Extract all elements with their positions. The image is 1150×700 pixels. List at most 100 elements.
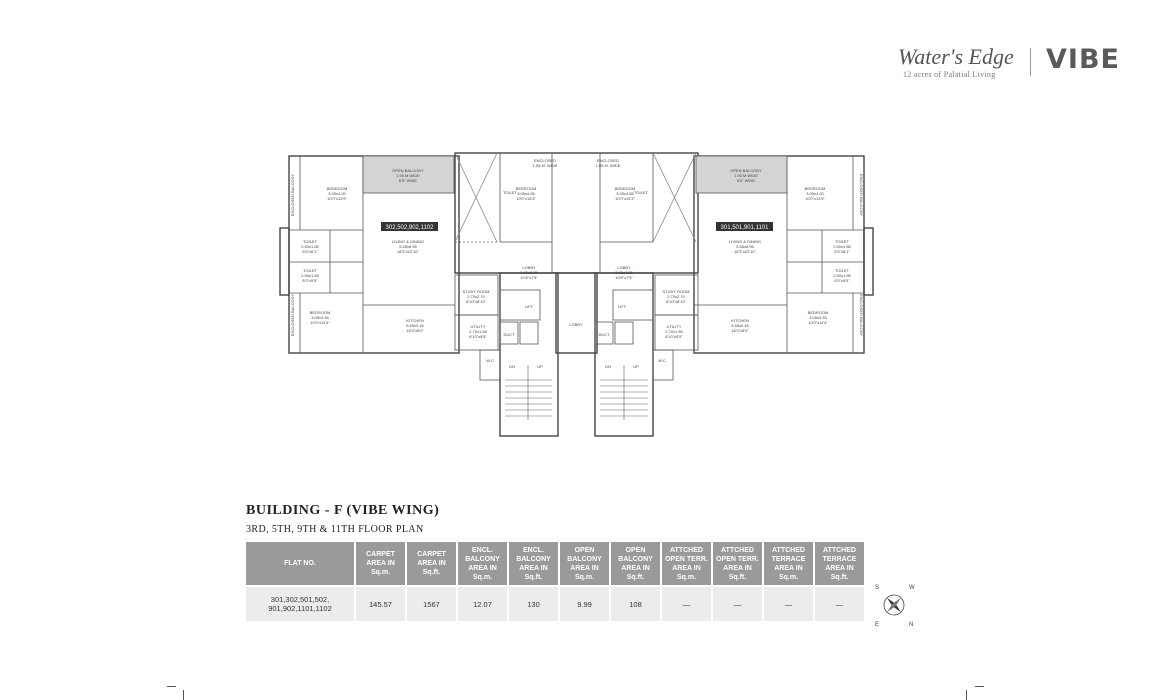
floor-plan-subtitle: 3RD, 5TH, 9TH & 11TH FLOOR PLAN: [246, 524, 424, 535]
room-label: E: [875, 622, 879, 628]
room-label: LOBBY: [522, 265, 536, 270]
room-label: ENCLOSED BALCONY: [859, 174, 864, 217]
room-label: 8'3"x5'5": [834, 278, 850, 283]
room-label: 10'8"x7'5": [520, 275, 538, 280]
room-label: 8'10"x5'5": [665, 334, 683, 339]
room-label: 1.05 M. WIDE: [596, 163, 621, 168]
room-label: TOILET: [835, 239, 849, 244]
room-label: LOBBY: [617, 265, 631, 270]
room-label: ENCLOSED BALCONY: [290, 174, 295, 217]
room-label: 6'5" WIDE: [399, 178, 418, 183]
cell-encl-balcony-sqm: 12.07: [458, 585, 507, 621]
room-label: LIFT: [525, 304, 534, 309]
room-label: 10'0"x11'4": [310, 320, 330, 325]
room-label: 3.05x4.20: [806, 191, 824, 196]
flat-label-left: 302,502,902,1102: [386, 225, 435, 231]
room-label: DN: [605, 364, 611, 369]
room-label: 1.05 M. WIDE: [533, 163, 558, 168]
cell-flat-no: 301,302,501,502, 901,902,1101,1102: [246, 585, 354, 621]
room-label: 18'3"x8'0": [406, 328, 424, 333]
room-label: 3.05x3.45: [809, 315, 827, 320]
room-label: 10'8"x7'5": [615, 275, 633, 280]
cell-open-balcony-sqm: 9.99: [560, 585, 609, 621]
cell-open-terr-sqm: —: [662, 585, 711, 621]
room-label: OPEN BALCONY: [730, 168, 762, 173]
room-label: 10'0"x13'9": [805, 196, 825, 201]
col-terrace-sqm: ATTCHED TERRACE AREA IN Sq.m.: [764, 542, 813, 585]
crop-mark: [167, 686, 176, 687]
room-label: N: [909, 622, 913, 628]
room-label: ENCLOSED: [534, 158, 556, 163]
room-label: 10'0"x15'3": [516, 196, 536, 201]
room-label: UTILITY: [667, 324, 682, 329]
room-label: 8'10"x5'5": [469, 334, 487, 339]
room-label: 3.05x3.45: [311, 315, 329, 320]
brand-name: Water's Edge: [898, 44, 1014, 69]
room-label: LIVING & DINING: [392, 239, 424, 244]
room-label: 2.50x1.85: [833, 244, 851, 249]
room-label: LIFT: [618, 304, 627, 309]
col-open-terr-sqm: ATTCHED OPEN TERR. AREA IN Sq.m.: [662, 542, 711, 585]
project-logo: VIBE: [1046, 44, 1120, 75]
room-label: LIVING & DINING: [729, 239, 761, 244]
room-label: 8'10"x8'10": [666, 299, 686, 304]
room-label: ENCLOSED BALCONY: [290, 294, 295, 337]
table-header-row: FLAT NO. CARPET AREA IN Sq.m. CARPET ARE…: [246, 542, 864, 585]
room-label: 5.55x6.95: [736, 244, 754, 249]
room-label: UP: [537, 364, 543, 369]
room-label: 1.95 M WIDE: [396, 173, 420, 178]
room-label: 3.25x2.25: [520, 270, 538, 275]
room-label: 2.70x2.70: [467, 294, 485, 299]
room-label: 5.55x2.45: [731, 323, 749, 328]
col-carpet-sqft: CARPET AREA IN Sq.ft.: [407, 542, 456, 585]
room-label: 2.50x1.65: [301, 273, 319, 278]
room-label: KITCHEN: [731, 318, 749, 323]
room-label: TOILET: [303, 239, 317, 244]
building-title: BUILDING - F (VIBE WING): [246, 503, 440, 518]
room-label: BEDROOM: [516, 186, 537, 191]
room-label: 2.70x1.65: [665, 329, 683, 334]
room-label: KITCHEN: [406, 318, 424, 323]
room-label: 8'3"x5'5": [302, 278, 318, 283]
room-label: UTILITY: [471, 324, 486, 329]
room-label: DUCT: [503, 332, 515, 337]
room-label: 8'3"x6'1": [302, 249, 318, 254]
room-label: 5.55x2.45: [406, 323, 424, 328]
room-label: W.C: [658, 358, 666, 363]
col-open-balcony-sqm: OPEN BALCONY AREA IN Sq.m.: [560, 542, 609, 585]
col-open-balcony-sqft: OPEN BALCONY AREA IN Sq.ft.: [611, 542, 660, 585]
room-label: W: [909, 585, 915, 591]
cell-carpet-sqft: 1567: [407, 585, 456, 621]
cell-encl-balcony-sqft: 130: [509, 585, 558, 621]
room-label: ENCLOSED: [597, 158, 619, 163]
room-label: TOILET: [634, 190, 648, 195]
room-label: 6'5" WIDE: [737, 178, 756, 183]
room-label: BEDROOM: [327, 186, 348, 191]
room-label: 3.25x2.25: [615, 270, 633, 275]
room-label: 10'0"x11'4": [808, 320, 828, 325]
table-row: 301,302,501,502, 901,902,1101,1102 145.5…: [246, 585, 864, 621]
room-label: STUDY ROOM: [662, 289, 689, 294]
flat-label-right: 301,501,901,1101: [721, 225, 770, 231]
room-label: STUDY ROOM: [462, 289, 489, 294]
room-label: 8'3"x6'1": [834, 249, 850, 254]
room-label: 10'0"x15'3": [615, 196, 635, 201]
room-label: 18'3"x8'0": [731, 328, 749, 333]
room-label: 18'3"x22'10": [397, 249, 420, 254]
crop-mark: [183, 690, 184, 700]
logo-divider: [1030, 48, 1031, 76]
col-encl-balcony-sqft: ENCL. BALCONY AREA IN Sq.ft.: [509, 542, 558, 585]
crop-mark: [966, 690, 967, 700]
compass-icon: S W E N: [875, 585, 915, 628]
col-open-terr-sqft: ATTCHED OPEN TERR. AREA IN Sq.ft.: [713, 542, 762, 585]
cell-open-balcony-sqft: 108: [611, 585, 660, 621]
room-label: TOILET: [303, 268, 317, 273]
col-carpet-sqm: CARPET AREA IN Sq.m.: [356, 542, 405, 585]
cell-terrace-sqm: —: [764, 585, 813, 621]
room-label: 3.05x4.20: [328, 191, 346, 196]
room-label: BEDROOM: [805, 186, 826, 191]
room-label: TOILET: [503, 190, 517, 195]
room-label: 2.70x2.70: [667, 294, 685, 299]
cell-terrace-sqft: —: [815, 585, 864, 621]
room-label: TOILET: [835, 268, 849, 273]
